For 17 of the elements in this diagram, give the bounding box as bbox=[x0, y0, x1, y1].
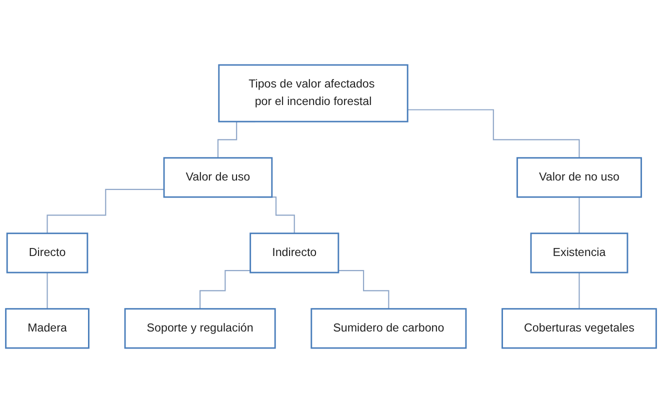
node-box: Valor de no uso bbox=[516, 157, 642, 198]
connector bbox=[46, 188, 164, 234]
node-box: Valor de uso bbox=[163, 157, 273, 198]
node-box: Coberturas vegetales bbox=[502, 308, 657, 349]
node-box: Directo bbox=[6, 232, 88, 274]
node-box: Sumidero de carbono bbox=[310, 308, 467, 349]
connector bbox=[338, 270, 390, 310]
connector bbox=[578, 196, 580, 234]
node-box: Soporte y regulación bbox=[124, 308, 276, 349]
connector bbox=[46, 272, 48, 310]
node-box: Madera bbox=[5, 308, 90, 349]
node-box: Tipos de valor afectados por el incendio forestal bbox=[218, 64, 408, 122]
node-box: Indirecto bbox=[250, 232, 340, 274]
connector bbox=[200, 270, 250, 310]
connector bbox=[578, 272, 580, 310]
node-box: Existencia bbox=[530, 232, 628, 274]
connector bbox=[408, 109, 580, 158]
